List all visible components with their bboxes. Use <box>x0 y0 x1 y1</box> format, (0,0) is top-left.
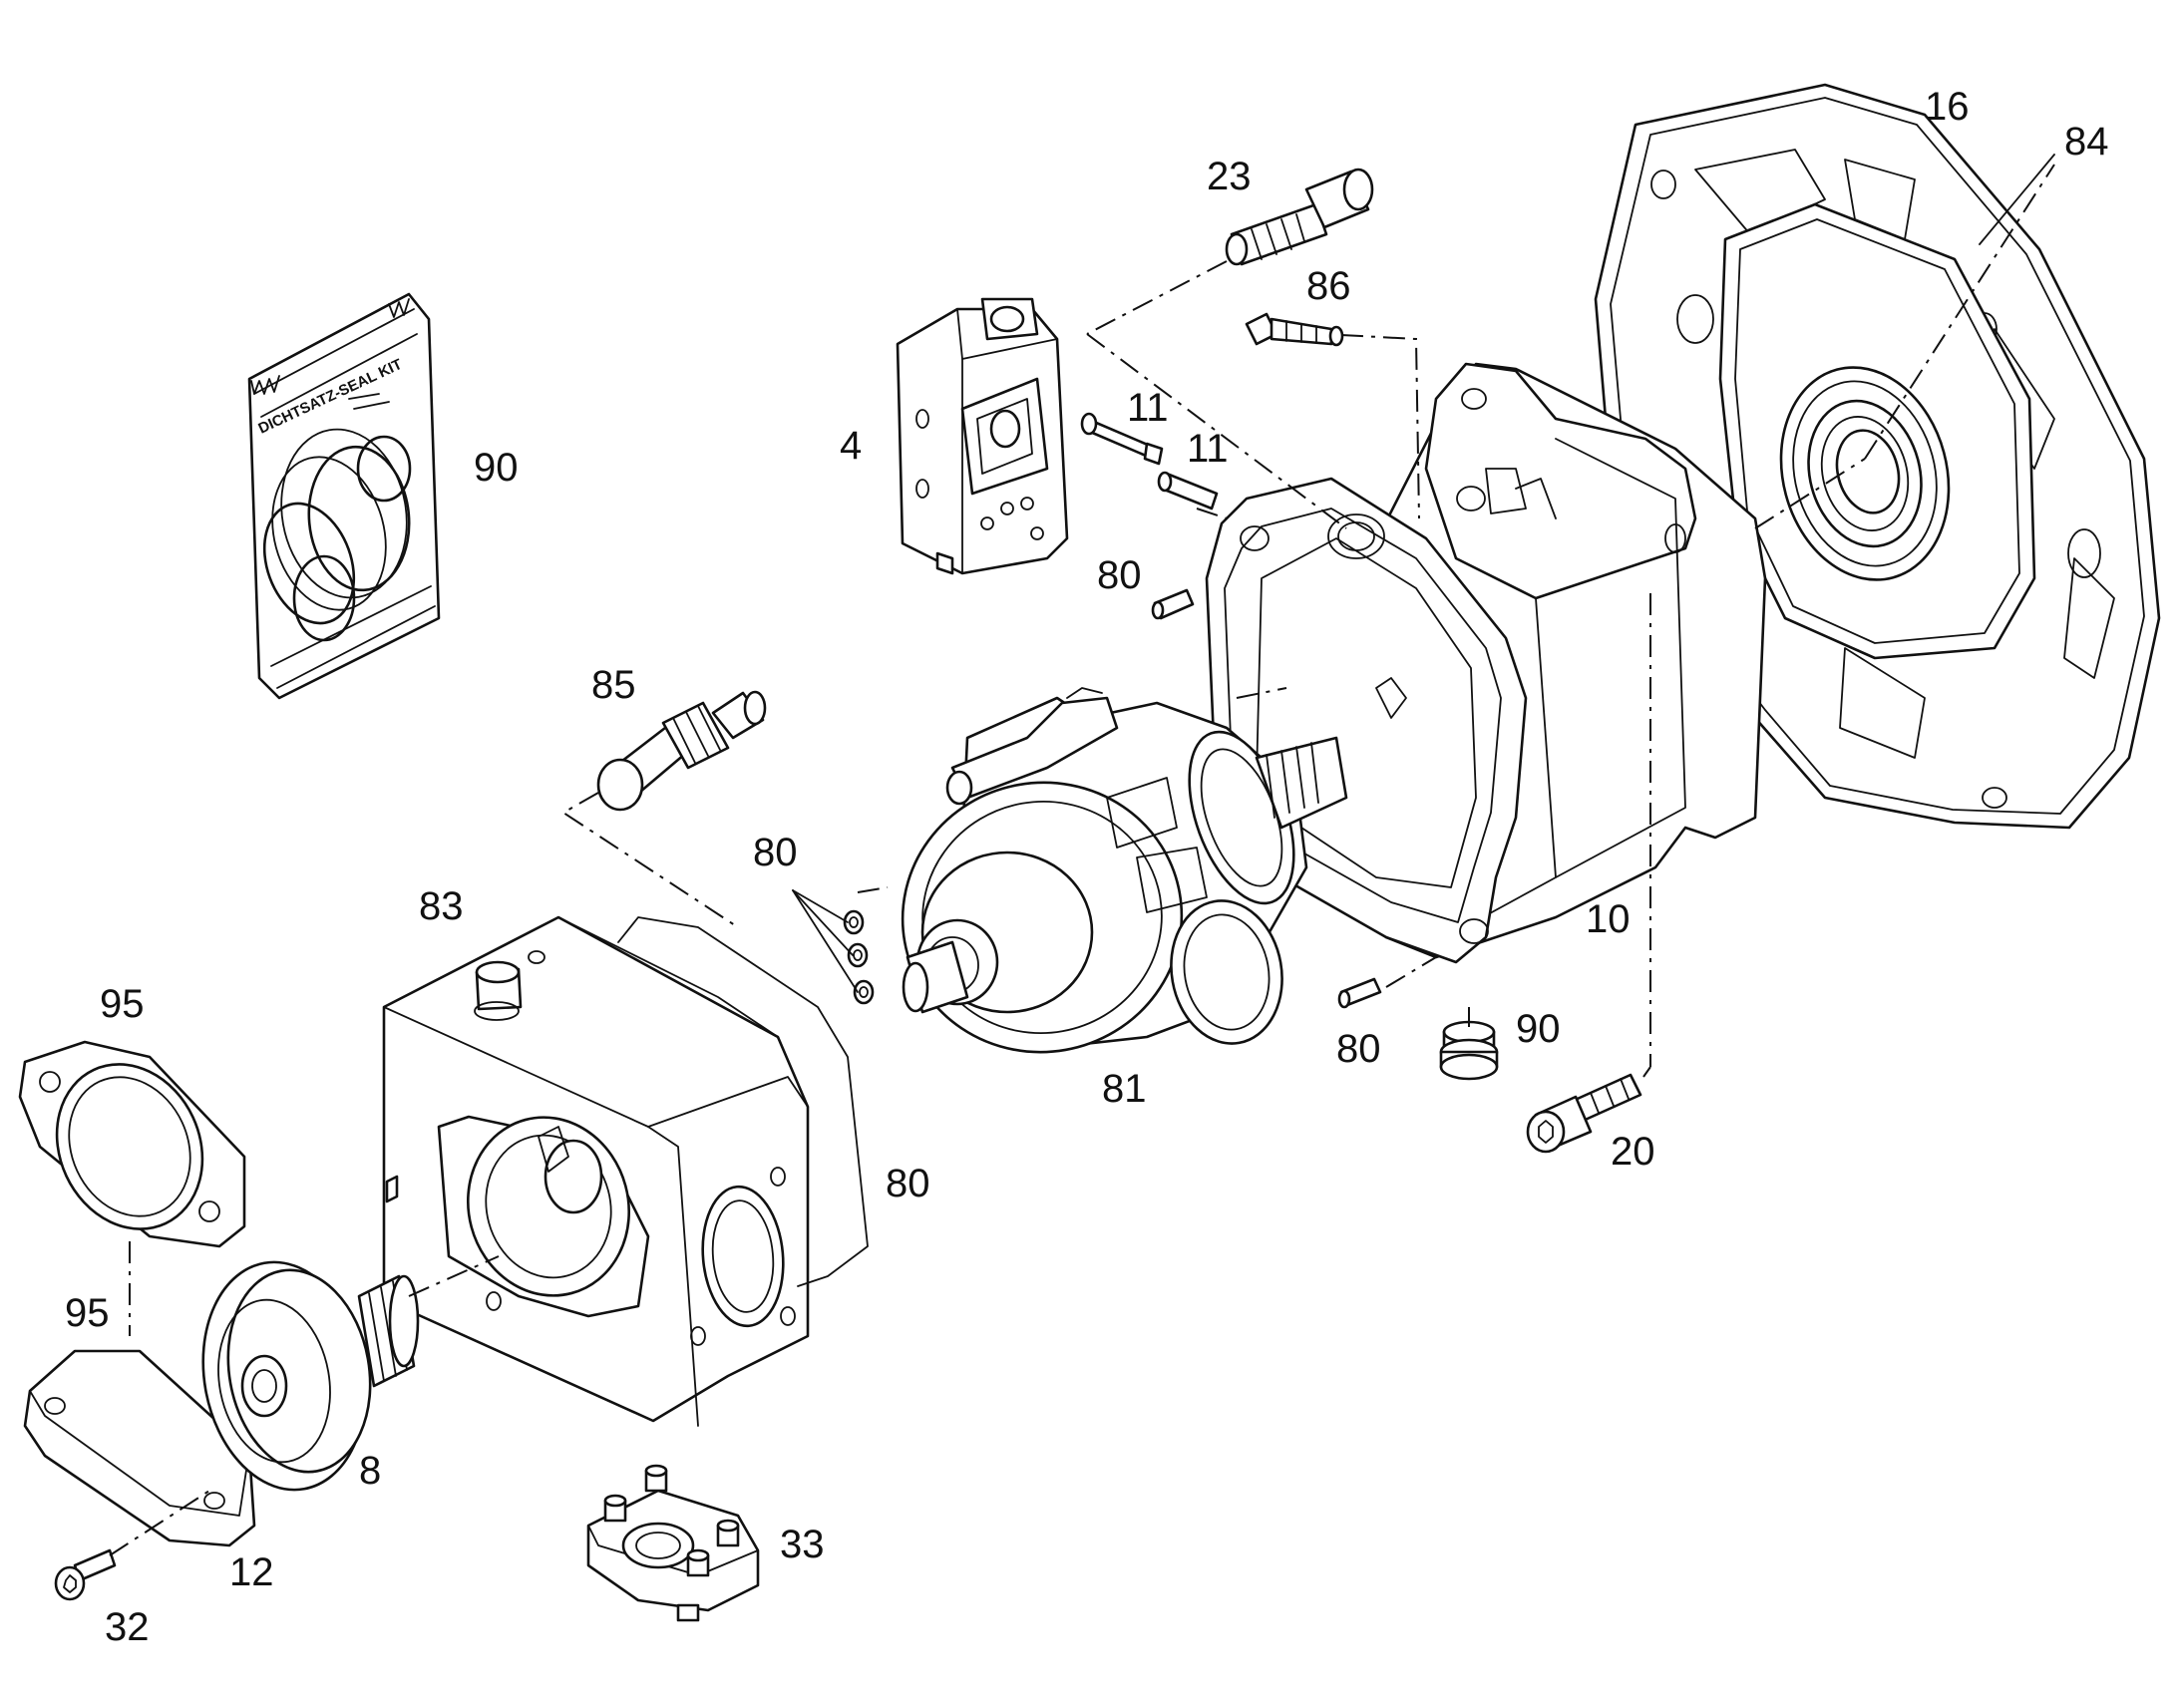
label-95b: 95 <box>65 1291 110 1335</box>
label-10: 10 <box>1586 897 1631 941</box>
label-80b: 80 <box>753 831 798 874</box>
part-32-cap-screw <box>54 1548 117 1601</box>
label-90b: 90 <box>1516 1007 1561 1051</box>
part-90-plug <box>1439 1020 1499 1081</box>
label-33: 33 <box>780 1523 825 1566</box>
label-81: 81 <box>1102 1067 1147 1111</box>
label-32: 32 <box>105 1605 150 1649</box>
part-84-shaft-seal <box>1779 366 1951 581</box>
label-8: 8 <box>359 1449 381 1493</box>
part-95-cover-plate-lower <box>23 1349 256 1547</box>
part-80-washers <box>843 909 875 1005</box>
label-90a: 90 <box>474 446 519 490</box>
label-12: 12 <box>229 1550 274 1594</box>
label-16: 16 <box>1925 85 1970 129</box>
part-11-pin <box>1157 471 1219 511</box>
label-83: 83 <box>419 884 464 928</box>
label-85: 85 <box>591 663 636 707</box>
center-lines <box>109 164 2055 1556</box>
part-33-flange <box>586 1464 760 1622</box>
part-11-screw <box>1080 412 1164 466</box>
part-83-end-housing <box>382 915 869 1427</box>
part-81-rotating-group <box>901 687 1348 1054</box>
leader-lines <box>792 154 2055 993</box>
label-86: 86 <box>1306 264 1351 308</box>
label-80a: 80 <box>1097 553 1142 597</box>
part-90-seal-kit-bag: DICHTSATZ-SEAL KIT <box>247 292 441 700</box>
part-85-valve-cartridge <box>596 690 767 812</box>
label-4: 4 <box>840 424 862 468</box>
part-20-cap-screw <box>1526 1073 1642 1154</box>
part-4-control-valve <box>896 297 1069 575</box>
label-11b: 11 <box>1187 427 1229 471</box>
part-10-main-housing <box>1205 362 1767 964</box>
label-80d: 80 <box>886 1162 930 1205</box>
part-8-shaft-cover <box>201 1260 420 1492</box>
label-84: 84 <box>2064 120 2109 164</box>
label-20: 20 <box>1611 1130 1655 1174</box>
part-86-fitting <box>1245 312 1344 347</box>
part-80-dowel-upper <box>1151 588 1195 620</box>
label-80c: 80 <box>1336 1027 1381 1071</box>
part-23-bolt <box>1225 168 1374 266</box>
part-95-flange-plate-upper <box>18 1040 246 1248</box>
part-80-dowel-lower <box>1337 977 1382 1009</box>
label-95a: 95 <box>100 982 145 1026</box>
label-11a: 11 <box>1127 386 1169 430</box>
part-labels: 16 84 23 86 11 11 4 90 80 85 80 83 10 95… <box>65 85 2109 1649</box>
label-23: 23 <box>1207 155 1252 198</box>
